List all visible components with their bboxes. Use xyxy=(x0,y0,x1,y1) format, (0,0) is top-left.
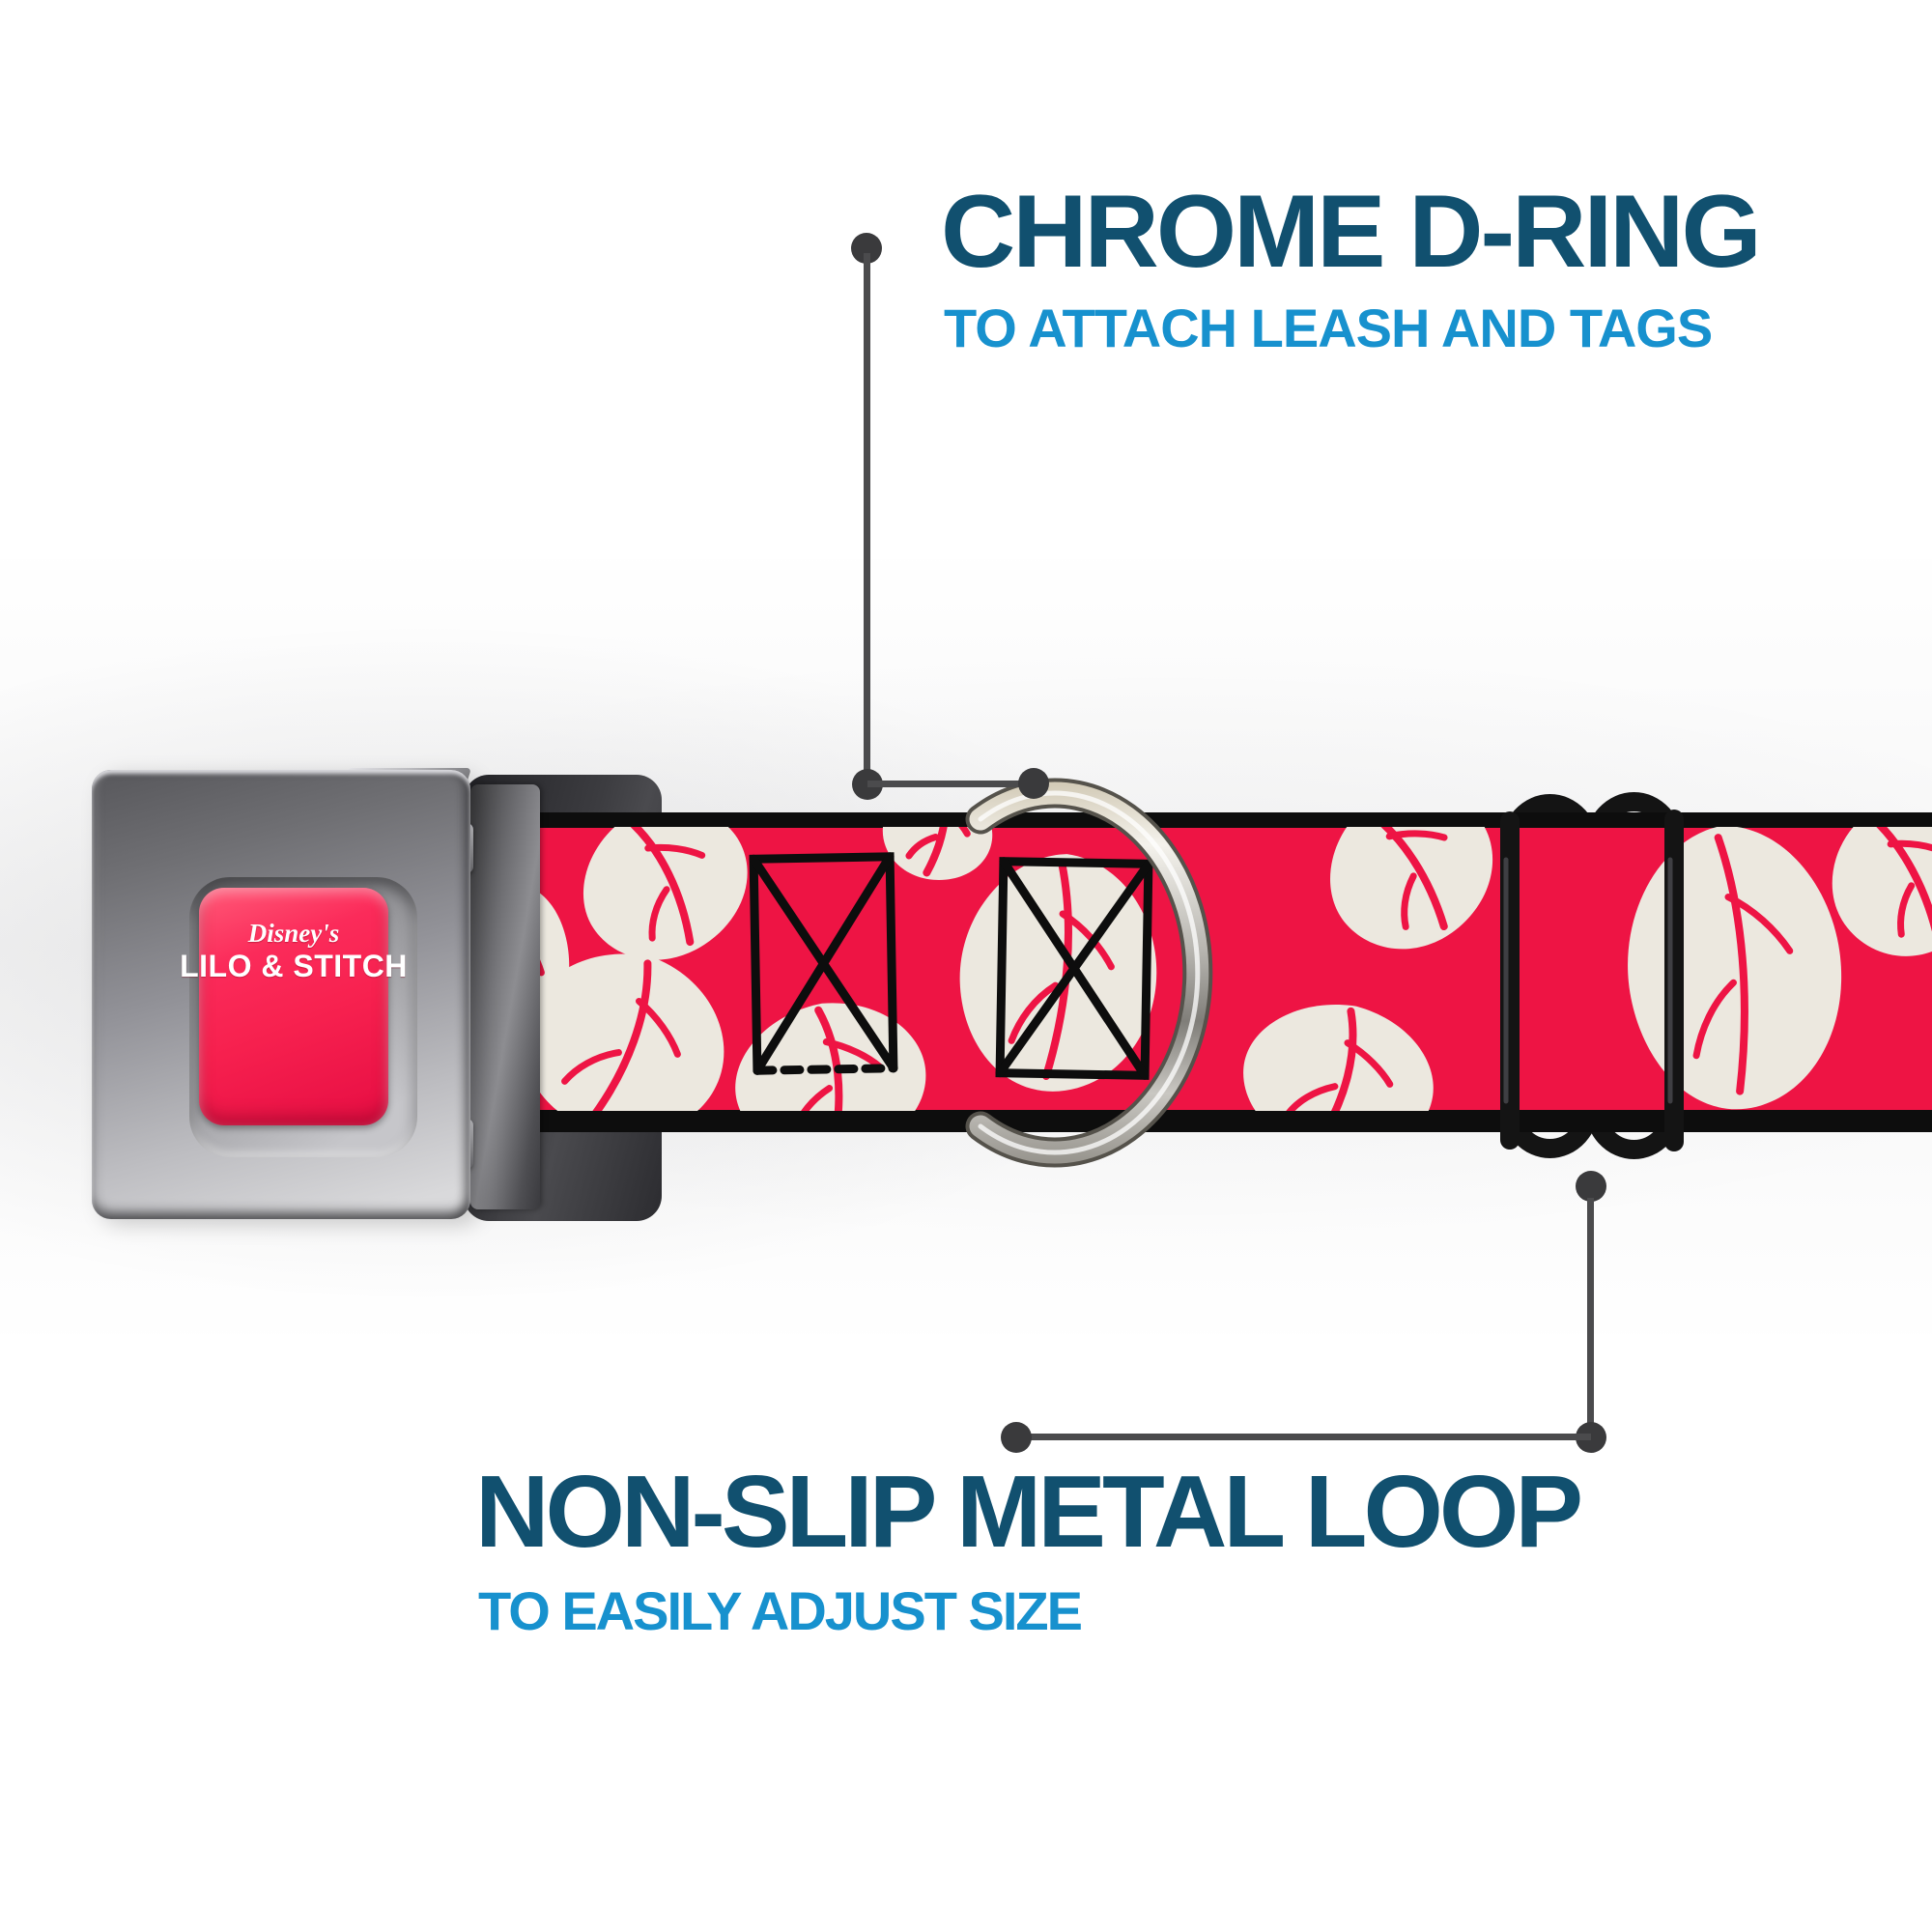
top-callout-subtitle: TO ATTACH LEASH AND TAGS xyxy=(944,298,1713,358)
bottom-callout-title: NON-SLIP METAL LOOP xyxy=(475,1455,1583,1569)
callout-line-bottom-vertical xyxy=(1587,1198,1594,1439)
bottom-callout-subtitle: TO EASILY ADJUST SIZE xyxy=(478,1580,1083,1641)
logo-disneys: Disney's xyxy=(247,919,340,948)
chrome-d-ring xyxy=(965,778,1213,1168)
callout-dot-bottom-end xyxy=(1001,1422,1032,1453)
metal-loop-slider-front xyxy=(1500,810,1684,1151)
seatbelt-buckle: Disney's LILO & STITCH xyxy=(92,770,470,1219)
callout-dot-metal-loop xyxy=(1576,1171,1606,1202)
buckle-logo-plate: Disney's LILO & STITCH xyxy=(180,888,407,1125)
logo-lilo-stitch: LILO & STITCH xyxy=(180,949,408,983)
stitch-box-right xyxy=(995,857,1153,1080)
callout-dot-d-ring xyxy=(1018,768,1049,799)
callout-line-top-vertical xyxy=(864,253,870,784)
callout-line-top-horizontal xyxy=(867,781,1034,787)
callout-line-bottom-horizontal xyxy=(1016,1434,1591,1440)
top-callout-title: CHROME D-RING xyxy=(941,173,1762,289)
buckle-recess: Disney's LILO & STITCH xyxy=(180,877,417,1157)
stitch-box-left xyxy=(749,852,898,1075)
buckle-latch xyxy=(470,784,540,1209)
